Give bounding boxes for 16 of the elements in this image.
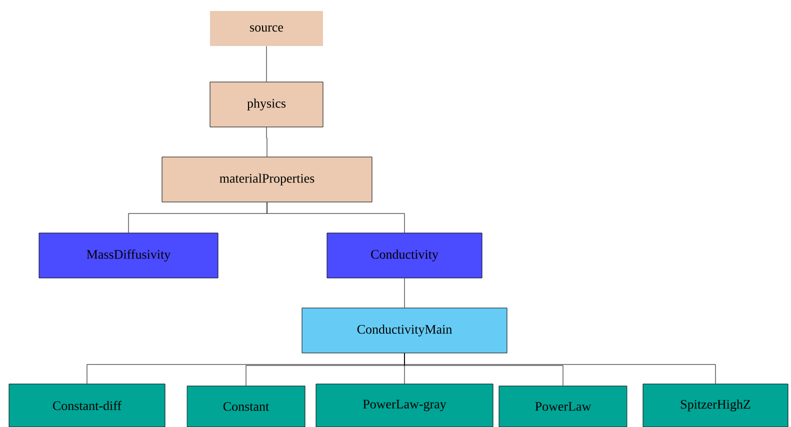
class-box: Conductivity [326, 232, 482, 278]
class-box: ConductivityMain [302, 308, 508, 354]
class-box: MassDiffusivity [38, 232, 218, 278]
connector-line [404, 278, 405, 308]
connector-line [266, 46, 267, 82]
model-box: PowerLaw-gray [316, 384, 494, 427]
category-box: materialProperties [162, 156, 372, 202]
root-box: source [210, 11, 323, 46]
model-box: Constant-diff [8, 384, 166, 427]
model-box: SpitzerHighZ [642, 384, 788, 427]
model-box: Constant [186, 386, 306, 427]
model-box: PowerLaw [498, 386, 628, 427]
connector-line [266, 127, 268, 157]
connector-line [266, 202, 405, 233]
connector-line [404, 352, 716, 384]
category-box: physics [210, 82, 324, 128]
